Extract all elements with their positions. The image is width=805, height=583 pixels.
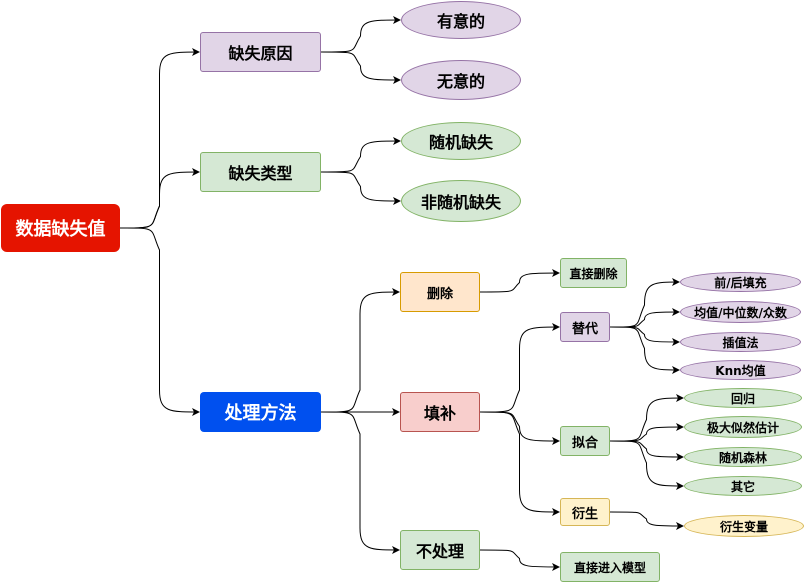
connector-rep-to-rep-0 [609, 278, 680, 328]
type-node[interactable]: 缺失类型 [200, 152, 321, 192]
type-random-node[interactable]: 随机缺失 [401, 122, 521, 160]
connector-cause-to-cause-0 [320, 16, 401, 53]
interpolation-node[interactable]: 插值法 [680, 332, 801, 352]
direct-model-node[interactable]: 直接进入模型 [560, 552, 660, 582]
connector-none-to-none-0 [479, 549, 560, 571]
replace-node[interactable]: 替代 [560, 312, 610, 342]
connector-fit-to-fit-2 [609, 440, 684, 461]
no-processing-node[interactable]: 不处理 [400, 530, 480, 570]
root-node[interactable]: 数据缺失值 [1, 204, 120, 252]
connector-root-to-method [119, 227, 200, 416]
connector-rep-to-rep-3 [609, 326, 680, 374]
connector-root-to-type [119, 168, 200, 229]
connector-rep-to-rep-2 [609, 326, 680, 346]
connector-cause-to-cause-1 [320, 51, 401, 84]
mean-median-mode-node[interactable]: 均值/中位数/众数 [680, 301, 801, 323]
mle-node[interactable]: 极大似然估计 [684, 416, 802, 438]
fit-node[interactable]: 拟合 [560, 426, 610, 456]
connector-rep-to-rep-1 [609, 308, 680, 328]
other-node[interactable]: 其它 [684, 476, 802, 496]
delete-node[interactable]: 删除 [400, 272, 480, 312]
connector-type-to-type-0 [320, 137, 401, 173]
regression-node[interactable]: 回归 [684, 388, 802, 408]
direct-delete-node[interactable]: 直接删除 [560, 258, 627, 288]
connector-type-to-type-1 [320, 171, 401, 205]
connector-del-to-del-0 [479, 269, 560, 293]
random-forest-node[interactable]: 随机森林 [684, 447, 802, 467]
cause-unintentional-node[interactable]: 无意的 [401, 60, 521, 100]
connector-fit-to-fit-1 [609, 423, 684, 442]
connector-fit-to-fit-3 [609, 440, 684, 490]
method-node[interactable]: 处理方法 [200, 392, 321, 432]
connector-der-to-der-0 [609, 511, 684, 530]
knn-mean-node[interactable]: Knn均值 [680, 360, 801, 380]
connector-method-to-del [320, 288, 400, 413]
cause-node[interactable]: 缺失原因 [200, 32, 321, 72]
forward-backward-fill-node[interactable]: 前/后填充 [680, 272, 801, 292]
derive-node[interactable]: 衍生 [560, 498, 610, 526]
connector-fill-to-der [479, 411, 560, 516]
derived-variable-node[interactable]: 衍生变量 [684, 515, 804, 537]
connector-method-to-none [320, 411, 400, 554]
cause-intentional-node[interactable]: 有意的 [401, 1, 521, 39]
type-nonrandom-node[interactable]: 非随机缺失 [401, 180, 521, 222]
fill-node[interactable]: 填补 [400, 392, 480, 432]
connector-fill-to-rep [479, 323, 560, 413]
